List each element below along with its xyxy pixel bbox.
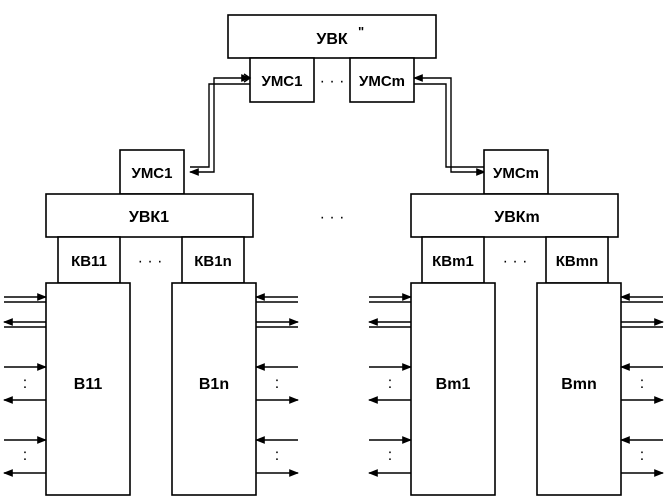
right-channel-2: КВmn bbox=[545, 236, 609, 284]
top-port-left-label: УМС1 bbox=[261, 73, 302, 90]
left-block-1-vdots-2: : bbox=[23, 447, 27, 464]
left-port-block: УМС1 bbox=[119, 149, 185, 195]
right-channel-dots: · · · bbox=[503, 253, 528, 270]
right-block-2-vdots-2: : bbox=[640, 447, 644, 464]
right-block-1-label: Вm1 bbox=[436, 376, 471, 393]
right-port-label: УМСm bbox=[493, 165, 539, 182]
left-controller-label: УВК1 bbox=[129, 209, 169, 226]
top-uvk-mark: " bbox=[358, 24, 364, 39]
top-uvk-label: УВК bbox=[316, 31, 348, 48]
right-channel-1: КВm1 bbox=[421, 236, 485, 284]
left-block-1-label: В11 bbox=[74, 376, 103, 393]
left-channel-dots: · · · bbox=[138, 253, 163, 270]
right-block-2-vdots-1: : bbox=[640, 375, 644, 392]
left-controller-block: УВК1 bbox=[45, 193, 254, 238]
left-block-2-vdots-1: : bbox=[275, 375, 279, 392]
link-right bbox=[413, 74, 486, 176]
top-ports-dots: · · · bbox=[320, 73, 345, 90]
io-arrows: :::::::: bbox=[3, 293, 664, 477]
right-channel-2-label: КВmn bbox=[556, 253, 599, 270]
top-port-left: УМС1 bbox=[249, 57, 315, 103]
left-channel-2: КВ1n bbox=[181, 236, 245, 284]
right-block-1: Вm1 bbox=[410, 282, 496, 496]
right-channel-1-label: КВm1 bbox=[432, 253, 474, 270]
top-uvk-block: УВК " bbox=[227, 14, 437, 59]
link-left bbox=[189, 73, 252, 176]
top-port-right-label: УМСm bbox=[359, 73, 405, 90]
between-groups-dots: · · · bbox=[320, 209, 345, 226]
right-block-2-label: Вmn bbox=[561, 376, 597, 393]
left-block-1-vdots-1: : bbox=[23, 375, 27, 392]
right-block-1-vdots-2: : bbox=[388, 447, 392, 464]
left-block-1: В11 bbox=[45, 282, 131, 496]
right-block-2: Вmn bbox=[536, 282, 622, 496]
right-port-block: УМСm bbox=[483, 149, 549, 195]
left-channel-1: КВ11 bbox=[57, 236, 121, 284]
right-block-1-vdots-1: : bbox=[388, 375, 392, 392]
left-port-label: УМС1 bbox=[131, 165, 172, 182]
left-block-2: В1n bbox=[171, 282, 257, 496]
right-controller-label: УВКm bbox=[494, 209, 540, 226]
left-block-2-label: В1n bbox=[199, 376, 229, 393]
right-controller-block: УВКm bbox=[410, 193, 619, 238]
left-channel-1-label: КВ11 bbox=[71, 253, 107, 270]
left-channel-2-label: КВ1n bbox=[194, 253, 232, 270]
left-block-2-vdots-2: : bbox=[275, 447, 279, 464]
top-port-right: УМСm bbox=[349, 57, 415, 103]
